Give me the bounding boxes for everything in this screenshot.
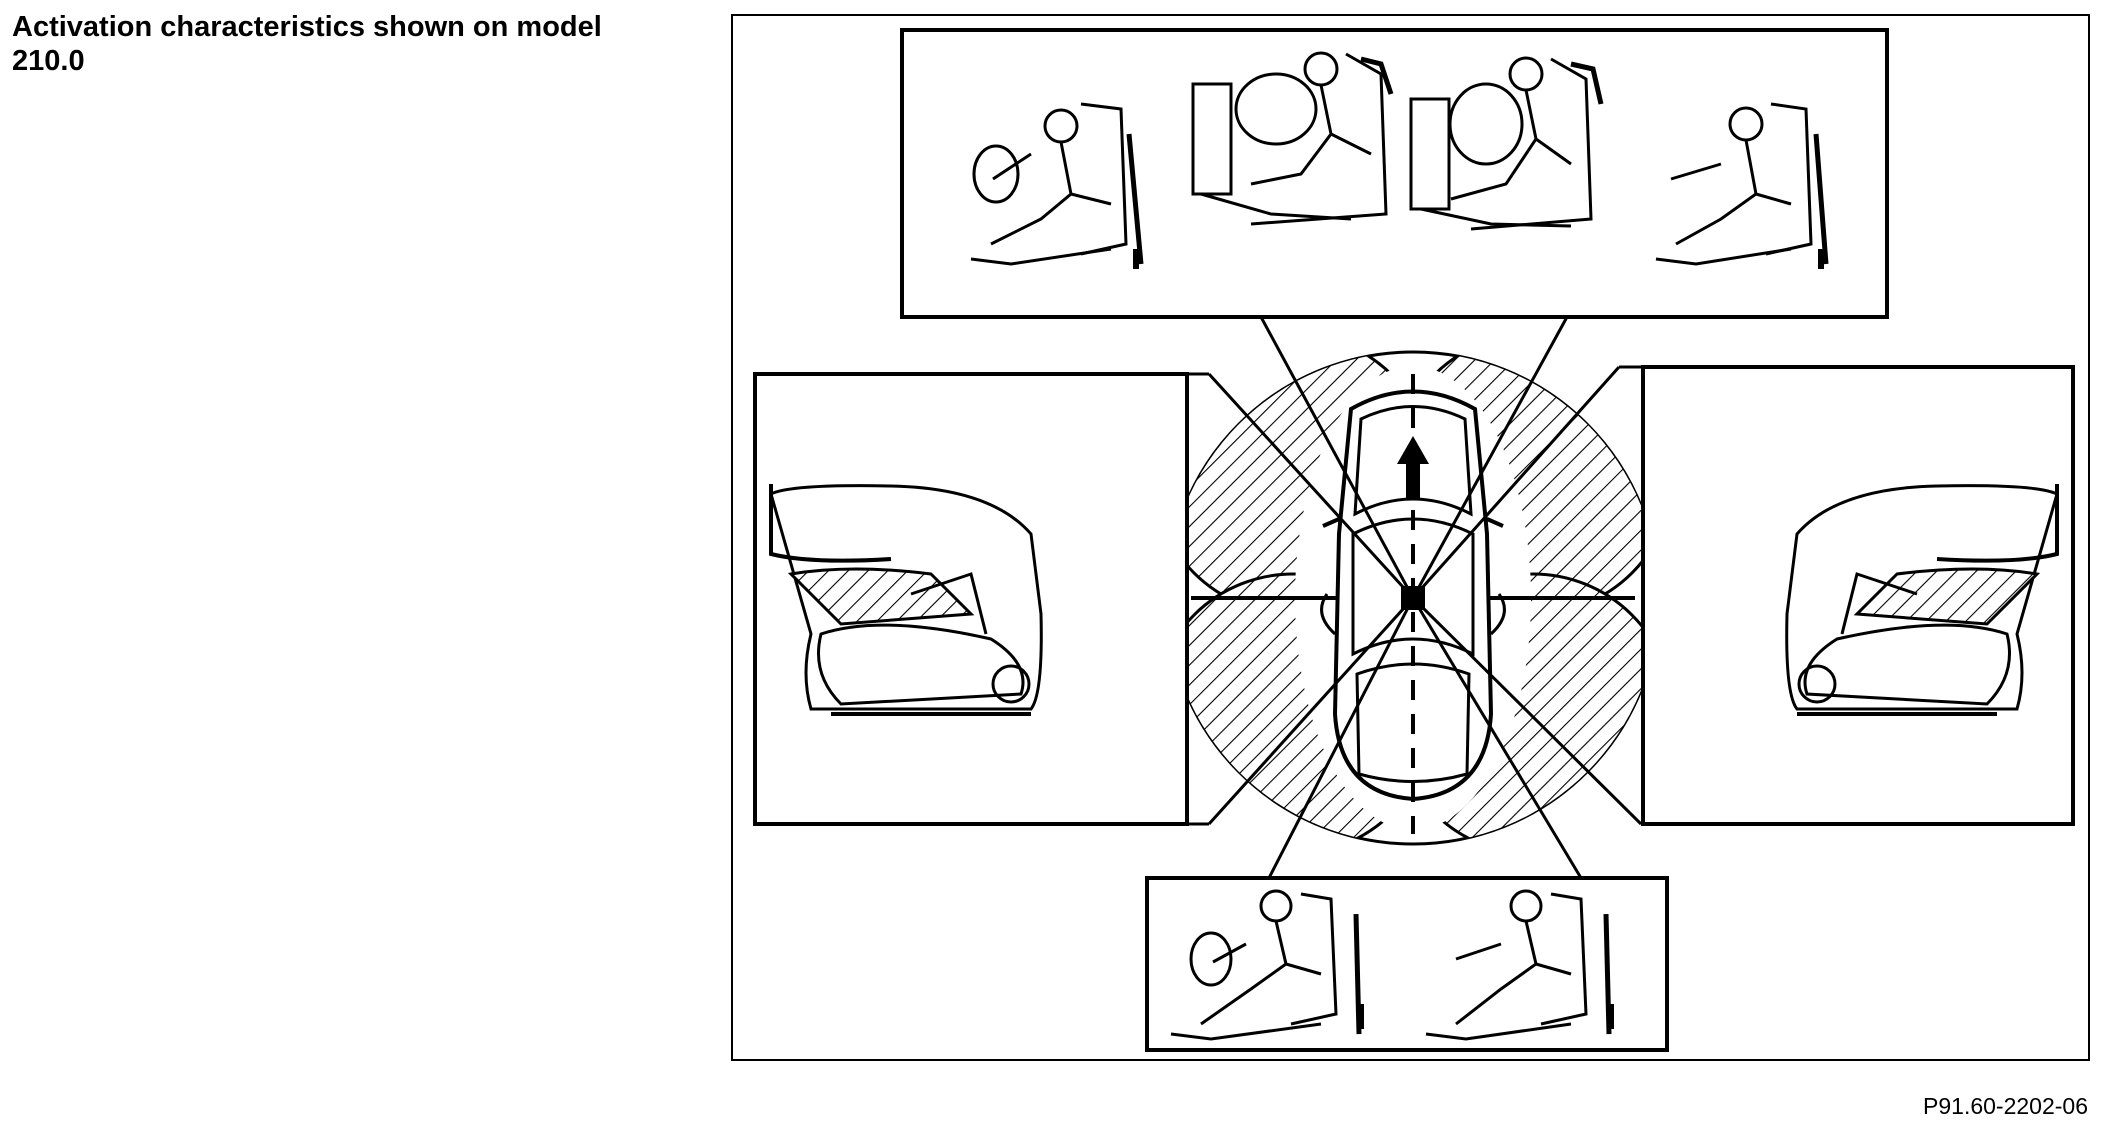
zone-connector-lines: [1207, 316, 1643, 879]
panel-front-impact: [900, 28, 1889, 319]
activation-diagram: [731, 14, 2090, 1061]
scene-front-driver-belted: [970, 102, 1144, 269]
forward-arrow: [1397, 436, 1429, 498]
panel-rear-impact: [1145, 876, 1669, 1052]
scene-front-airbag-driver: [1191, 51, 1394, 226]
scene-right-door-sidebag: [1785, 484, 2059, 716]
scene-rear-passenger-belted: [1425, 889, 1614, 1041]
scene-left-door-sidebag: [769, 484, 1043, 716]
scene-front-passenger-belted: [1655, 102, 1829, 269]
scene-rear-driver-belted: [1170, 889, 1364, 1041]
scene-front-airbag-passenger: [1409, 56, 1604, 231]
caption-title: Activation characteristics shown on mode…: [12, 11, 602, 77]
panel-right-side-impact: [1641, 365, 2075, 826]
activation-diagram-svg: [731, 14, 2090, 1061]
panel-left-side-impact: [753, 372, 1189, 826]
figure-reference-code: P91.60-2202-06: [1923, 1093, 2088, 1119]
